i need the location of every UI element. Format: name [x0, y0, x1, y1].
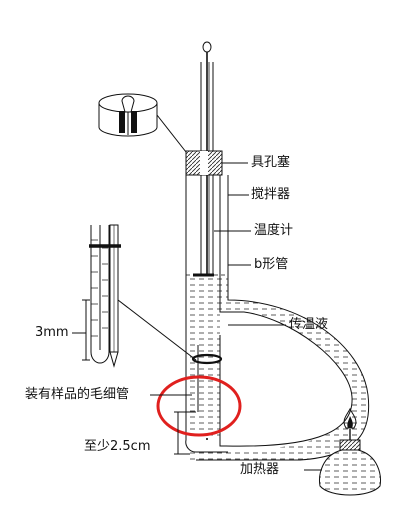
stopper-3d-icon — [98, 93, 158, 137]
label-stopper: 具孔塞 — [251, 155, 291, 170]
label-sample-height: 3mm — [35, 325, 69, 340]
label-heater: 加热器 — [240, 462, 280, 477]
highlight-circle — [156, 375, 242, 437]
rubber-band — [191, 353, 223, 365]
label-b-tube: b形管 — [254, 257, 289, 272]
depth-marker — [174, 411, 196, 455]
alcohol-lamp-icon — [304, 407, 381, 496]
magnify-leader-line — [117, 299, 197, 361]
label-stirrer: 搅拌器 — [251, 187, 291, 202]
label-capillary: 装有样品的毛细管 — [25, 387, 130, 402]
label-heat-liquid: 传温液 — [289, 317, 329, 332]
label-leaders — [150, 162, 286, 396]
magnified-detail — [72, 224, 121, 368]
stopper-leader-line — [156, 114, 187, 153]
label-thermometer: 温度计 — [254, 223, 294, 238]
stopper — [185, 150, 223, 176]
label-min-depth: 至少2.5cm — [84, 439, 151, 454]
